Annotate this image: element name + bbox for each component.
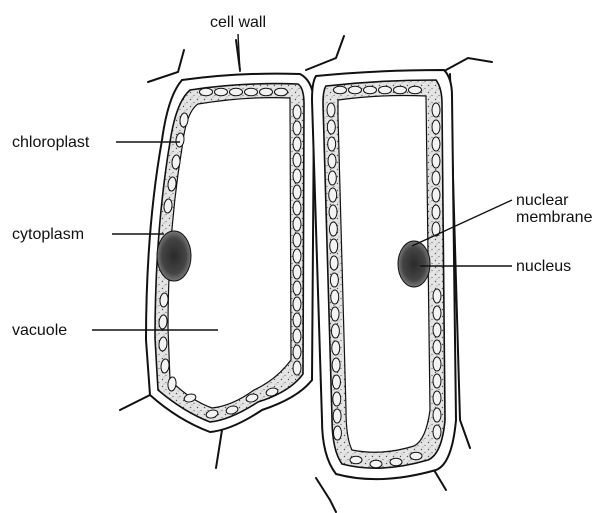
chloroplast: [432, 188, 440, 202]
chloroplast: [293, 361, 301, 375]
wall-branch-bottom-left: [216, 430, 222, 468]
chloroplast: [293, 217, 301, 231]
chloroplast: [350, 456, 362, 464]
chloroplast: [327, 120, 335, 134]
left-nucleus: [157, 231, 191, 281]
chloroplast: [332, 358, 340, 372]
right-cell: [312, 70, 456, 479]
chloroplast: [293, 265, 301, 279]
right-nucleus: [398, 241, 430, 287]
chloroplast: [293, 233, 301, 247]
wall-branch-bottom-center: [316, 478, 336, 512]
chloroplast: [333, 426, 341, 440]
chloroplast: [275, 88, 288, 96]
chloroplast: [433, 357, 441, 371]
chloroplast: [215, 88, 228, 96]
chloroplast: [328, 137, 336, 151]
chloroplast: [293, 153, 301, 167]
chloroplast: [332, 341, 340, 355]
chloroplast: [410, 452, 422, 460]
chloroplast: [332, 375, 340, 389]
chloroplast: [293, 249, 301, 263]
chloroplast: [433, 374, 441, 388]
wall-branch-top-right: [446, 58, 492, 70]
chloroplast: [432, 120, 440, 134]
chloroplast: [433, 391, 441, 405]
chloroplast: [349, 86, 362, 94]
label-nucleus: nucleus: [516, 258, 571, 275]
chloroplast: [331, 307, 339, 321]
chloroplast: [394, 86, 407, 94]
chloroplast: [433, 425, 441, 439]
label-cytoplasm: cytoplasm: [12, 226, 84, 243]
chloroplast: [328, 154, 336, 168]
chloroplast: [364, 86, 377, 94]
wall-branch-left: [120, 395, 150, 410]
chloroplast: [293, 297, 301, 311]
chloroplast: [293, 345, 301, 359]
chloroplast: [293, 313, 301, 327]
chloroplast: [331, 324, 339, 338]
chloroplast: [432, 171, 440, 185]
chloroplast: [334, 86, 347, 94]
chloroplast: [245, 88, 258, 96]
chloroplast: [293, 169, 301, 183]
chloroplast: [409, 86, 422, 94]
label-nuclear-membrane: nuclear membrane: [516, 192, 592, 226]
chloroplast: [293, 121, 301, 135]
chloroplast: [432, 154, 440, 168]
chloroplast: [433, 408, 441, 422]
chloroplast: [293, 105, 301, 119]
wall-branch-top-left: [148, 50, 184, 82]
chloroplast: [329, 222, 337, 236]
chloroplast: [293, 201, 301, 215]
chloroplast: [330, 256, 338, 270]
wall-branch-bottom-right: [434, 470, 446, 490]
chloroplast: [433, 289, 441, 303]
chloroplast: [330, 239, 338, 253]
label-cell-wall: cell wall: [210, 14, 266, 31]
chloroplast: [230, 88, 243, 96]
label-vacuole: vacuole: [12, 322, 67, 339]
chloroplast: [328, 171, 336, 185]
chloroplast: [200, 88, 213, 96]
chloroplast: [379, 86, 392, 94]
chloroplast: [329, 188, 337, 202]
chloroplast: [327, 103, 335, 117]
chloroplast: [432, 103, 440, 117]
chloroplast: [331, 290, 339, 304]
chloroplast: [432, 137, 440, 151]
chloroplast: [433, 323, 441, 337]
chloroplast: [293, 185, 301, 199]
chloroplast: [293, 137, 301, 151]
chloroplast: [293, 329, 301, 343]
chloroplast: [370, 460, 382, 468]
chloroplast: [433, 306, 441, 320]
label-chloroplast: chloroplast: [12, 134, 89, 151]
chloroplast: [432, 205, 440, 219]
chloroplast: [293, 281, 301, 295]
chloroplast: [433, 340, 441, 354]
chloroplast: [390, 458, 402, 466]
chloroplast: [330, 273, 338, 287]
chloroplast: [333, 392, 341, 406]
left-cell: [146, 74, 314, 432]
chloroplast: [333, 409, 341, 423]
leader-cell-wall: [238, 34, 240, 72]
chloroplast: [260, 88, 273, 96]
chloroplast: [329, 205, 337, 219]
wall-branch-top-center-right: [306, 36, 344, 70]
